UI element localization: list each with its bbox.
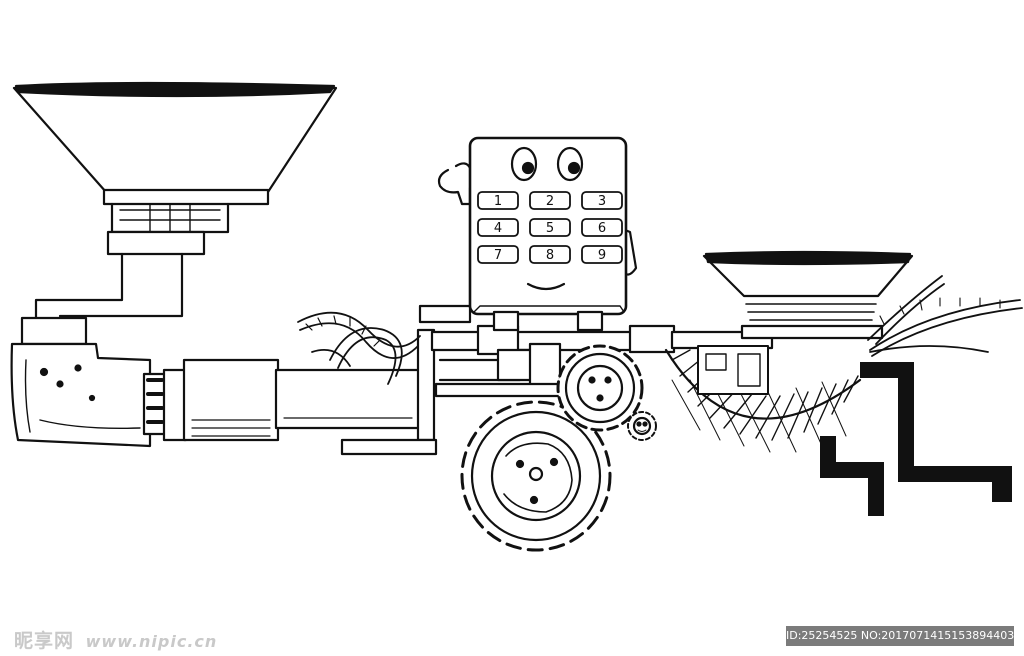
coiled-spring [664,345,862,453]
calculator-key-label: 3 [598,194,606,209]
watermark-id-bar: ID:25254525 NO:20170714151538944039 [786,626,1014,646]
small-gear [627,411,657,441]
calculator-key-label: 2 [546,194,554,209]
right-wires [867,275,1023,357]
calculator-key-label: 7 [494,248,502,263]
calculator-key-label: 9 [598,248,606,263]
calculator-key-label: 8 [546,248,554,263]
watermark-site-name: 昵享网 [14,630,75,652]
black-outlet-pipes [820,362,1012,516]
calculator-key-label: 4 [494,221,502,236]
calculator-key [529,245,571,264]
watermark-logo: 昵享网 www.nipic.cn [14,626,217,653]
left-elbow-pipe [10,316,152,448]
calculator-key [477,245,519,264]
calculator-key [477,218,519,237]
calculator-key [477,191,519,210]
calculator-key [529,191,571,210]
calculator-keypad: 1 2 3 4 5 6 7 8 9 [477,191,623,264]
watermark-site-url: www.nipic.cn [85,632,218,651]
calculator-key [581,191,623,210]
calculator-key [581,245,623,264]
calculator-key [529,218,571,237]
calculator-key-label: 6 [598,221,606,236]
calculator-key-label: 1 [494,194,502,209]
tangled-wires [297,311,421,385]
calculator-key-label: 5 [546,221,554,236]
left-hopper [12,81,338,322]
calculator-key [581,218,623,237]
medium-gear [556,344,644,432]
right-hopper [702,250,914,340]
large-gear [460,400,612,552]
main-pipe [142,304,472,456]
